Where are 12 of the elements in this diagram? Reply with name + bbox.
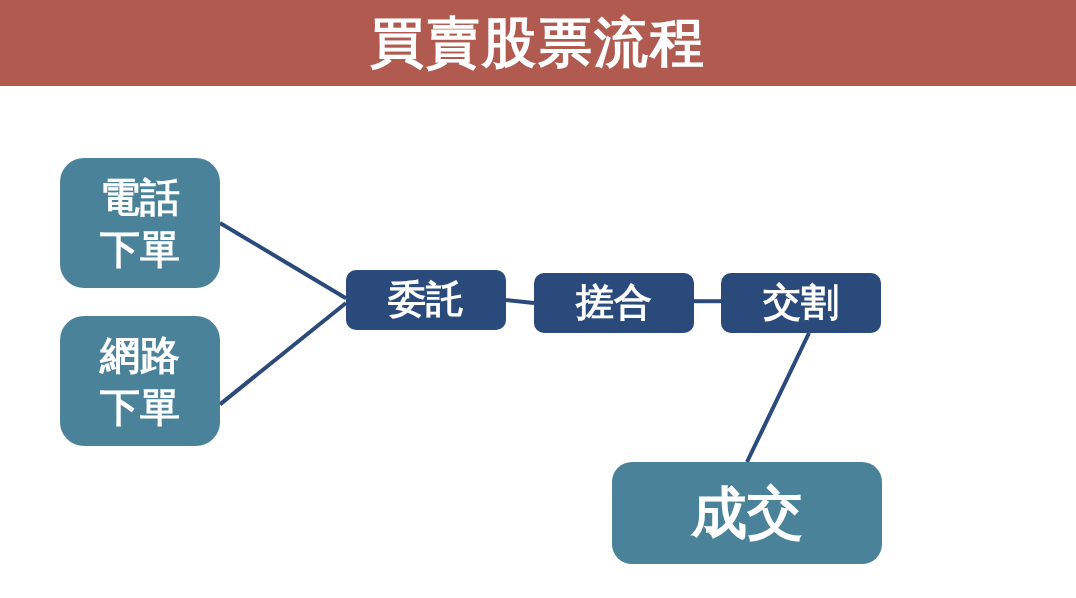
process-box: 搓合 (534, 273, 694, 333)
connector-line (745, 332, 811, 463)
process-box: 電話下單 (60, 158, 220, 288)
process-box: 成交 (612, 462, 882, 564)
connector-line (218, 221, 348, 300)
connector-line (694, 299, 721, 304)
process-box: 委託 (346, 270, 506, 330)
process-box: 網路下單 (60, 316, 220, 446)
title: 買賣股票流程 (370, 9, 706, 76)
connector-line (218, 301, 348, 406)
process-box: 交割 (721, 273, 881, 333)
connector-line (505, 298, 535, 305)
